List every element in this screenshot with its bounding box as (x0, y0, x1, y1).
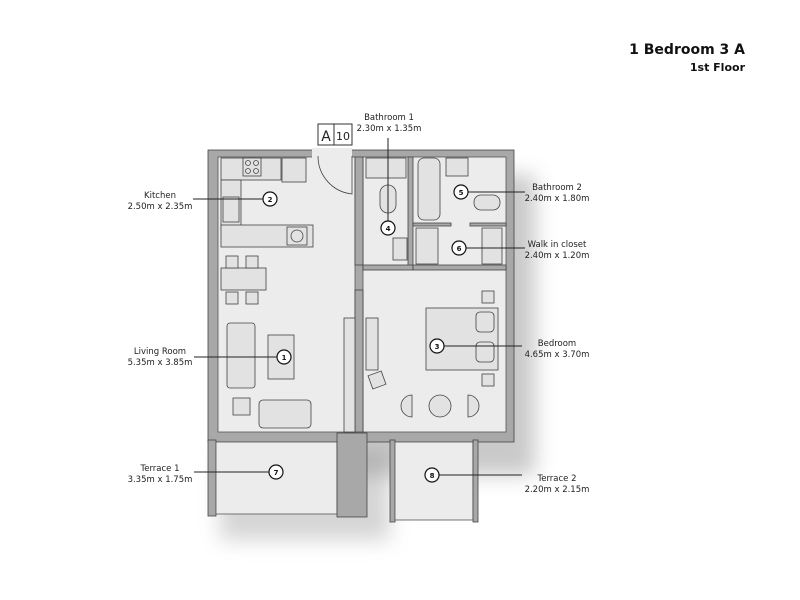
fridge (281, 157, 307, 183)
room-label-bathroom-2: 5 Bathroom 2 2.40m x 1.80m (453, 183, 590, 204)
svg-text:3: 3 (435, 343, 440, 351)
room-marker (429, 338, 445, 354)
svg-text:2.20m x 2.15m: 2.20m x 2.15m (525, 485, 590, 495)
entry-door-swing (317, 155, 353, 195)
entry-opening (312, 148, 352, 158)
svg-text:Bedroom: Bedroom (538, 339, 576, 349)
furniture (220, 157, 503, 433)
plan-title: 1 Bedroom 3 A (629, 42, 745, 58)
svg-text:4: 4 (386, 225, 391, 233)
svg-text:Terrace 2: Terrace 2 (536, 474, 576, 484)
loveseat (258, 399, 312, 429)
room-label-terrace-1: 7 Terrace 1 3.35m x 1.75m (128, 464, 284, 485)
stove-icon (242, 157, 262, 177)
room-labels: 1 Living Room 5.35m x 3.85m 2 Kitchen 2.… (128, 113, 590, 495)
tv-unit (343, 317, 356, 433)
unit-badge: A 10 (317, 123, 353, 146)
svg-text:2.40m x 1.80m: 2.40m x 1.80m (525, 194, 590, 204)
washer-icon (290, 229, 304, 243)
svg-text:5: 5 (459, 189, 464, 197)
closet-right (481, 227, 503, 265)
desk (365, 317, 379, 371)
room-label-bedroom: 3 Bedroom 4.65m x 3.70m (429, 338, 590, 360)
shower-tray (365, 157, 407, 179)
room-label-terrace-2: 8 Terrace 2 2.20m x 2.15m (424, 467, 590, 495)
round-table (428, 394, 452, 418)
basin-1 (392, 237, 408, 261)
svg-text:A: A (321, 129, 331, 145)
svg-text:Bathroom 2: Bathroom 2 (532, 183, 582, 193)
svg-text:Terrace 1: Terrace 1 (139, 464, 179, 474)
chair (367, 370, 387, 390)
room-marker (380, 220, 396, 236)
toilet-2 (473, 194, 501, 211)
armchair (467, 394, 480, 418)
svg-text:Bathroom 1: Bathroom 1 (364, 113, 414, 123)
sofa (226, 322, 256, 389)
svg-text:2.30m x 1.35m: 2.30m x 1.35m (357, 124, 422, 134)
plan-title-block: 1 Bedroom 3 A 1st Floor (629, 42, 745, 74)
floor-label: 1st Floor (689, 61, 745, 74)
svg-text:7: 7 (274, 469, 279, 477)
room-marker (451, 240, 467, 256)
room-label-walk-in-closet: 6 Walk in closet 2.40m x 1.20m (451, 240, 590, 261)
svg-text:1: 1 (282, 354, 287, 362)
armchair (400, 394, 413, 418)
pillow (475, 311, 495, 333)
closet-left (415, 227, 439, 265)
side-table (232, 397, 251, 416)
terrace-2-floor (394, 441, 474, 521)
svg-text:Living Room: Living Room (134, 347, 186, 357)
room-marker (424, 467, 440, 483)
dining-table (220, 267, 267, 291)
svg-text:10: 10 (336, 130, 350, 143)
svg-text:2: 2 (268, 196, 273, 204)
sink-icon (222, 196, 240, 223)
basin-2 (445, 157, 469, 177)
pillow (475, 341, 495, 363)
room-marker (453, 184, 469, 200)
room-label-bathroom-1: 4 Bathroom 1 2.30m x 1.35m (357, 113, 422, 236)
svg-text:2.40m x 1.20m: 2.40m x 1.20m (525, 251, 590, 261)
svg-text:Walk in closet: Walk in closet (528, 240, 587, 250)
svg-text:Kitchen: Kitchen (144, 191, 176, 201)
bathtub (417, 157, 441, 221)
nightstand (481, 290, 495, 304)
svg-text:6: 6 (457, 245, 462, 253)
room-marker (268, 464, 284, 480)
svg-text:8: 8 (430, 472, 435, 480)
room-marker (276, 349, 292, 365)
room-marker (262, 191, 278, 207)
room-label-kitchen: 2 Kitchen 2.50m x 2.35m (128, 191, 278, 212)
svg-text:3.35m x 1.75m: 3.35m x 1.75m (128, 475, 193, 485)
room-label-living-room: 1 Living Room 5.35m x 3.85m (128, 347, 292, 368)
svg-text:5.35m x 3.85m: 5.35m x 3.85m (128, 358, 193, 368)
svg-text:4.65m x 3.70m: 4.65m x 3.70m (525, 350, 590, 360)
svg-text:2.50m x 2.35m: 2.50m x 2.35m (128, 202, 193, 212)
nightstand (481, 373, 495, 387)
